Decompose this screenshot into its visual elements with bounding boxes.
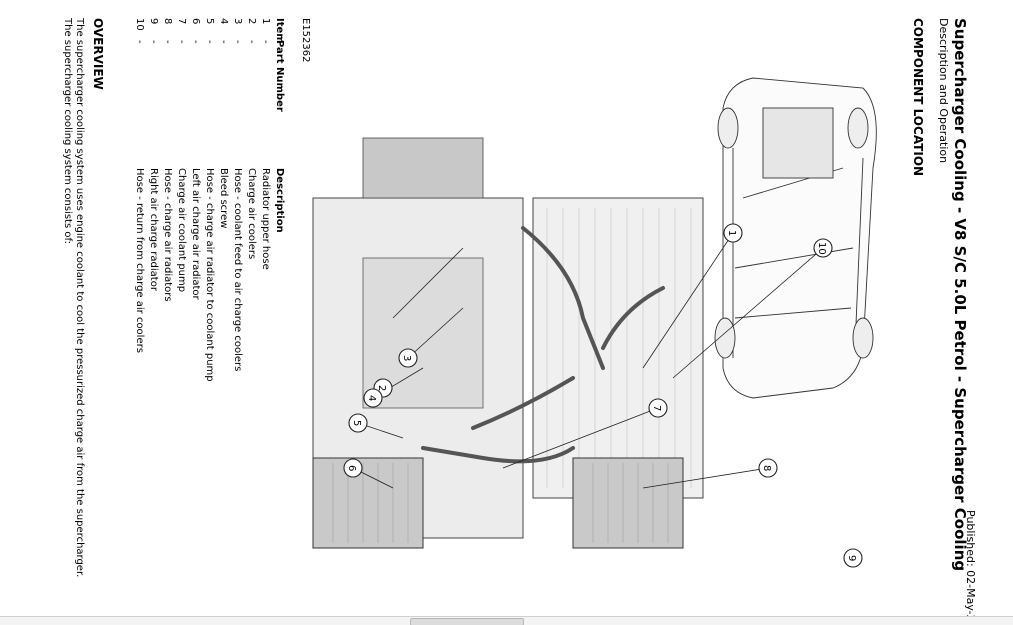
legend-row-part: -	[218, 40, 229, 44]
document-title: Supercharger Cooling - V8 S/C 5.0L Petro…	[951, 18, 969, 572]
vehicle-outline	[714, 77, 877, 399]
svg-text:2: 2	[376, 385, 387, 391]
component-diagram: 1 2 3 4 5 6 7 8 9 10	[312, 77, 877, 568]
svg-text:10: 10	[816, 242, 827, 255]
scrollbar-thumb[interactable]	[410, 618, 524, 625]
legend-row-description: Hose - charge air radiator to coolant pu…	[204, 168, 215, 382]
legend-row-item: 9	[148, 18, 159, 25]
svg-text:4: 4	[366, 395, 377, 401]
legend-row-part: -	[260, 40, 271, 44]
legend-header-description: Description	[274, 168, 285, 233]
legend-row-item: 5	[204, 18, 215, 25]
svg-text:8: 8	[761, 465, 772, 471]
legend-row-description: Hose - charge air radiators	[162, 168, 173, 302]
legend-row-part: -	[162, 40, 173, 44]
svg-text:1: 1	[726, 230, 737, 236]
legend-row-description: Hose - coolant feed to air charge cooler…	[232, 168, 243, 372]
legend-row-description: Left air charge air radiator	[190, 168, 201, 300]
callout-10: 10	[813, 238, 833, 258]
legend-row-item: 10	[134, 18, 145, 31]
legend-row-description: Radiator upper hose	[260, 168, 271, 270]
callout-9: 9	[843, 548, 863, 568]
legend-row-item: 2	[246, 18, 257, 25]
callout-1: 1	[723, 223, 743, 243]
legend-row-description: Right air charge radiator	[148, 168, 159, 291]
coolant-hoses	[421, 226, 665, 464]
callout-8: 8	[758, 458, 778, 478]
legend-row-item: 7	[176, 18, 187, 25]
legend-header-part-number: Part Number	[274, 40, 285, 112]
svg-text:6: 6	[346, 465, 357, 471]
callout-7: 7	[648, 398, 668, 418]
legend-row-part: -	[148, 40, 159, 44]
legend-row-part: -	[134, 40, 145, 44]
legend-row-description: Charge air coolant pump	[176, 168, 187, 293]
legend-row-part: -	[232, 40, 243, 44]
callout-5: 5	[348, 413, 368, 433]
svg-text:3: 3	[401, 355, 412, 361]
legend-row-item: 1	[260, 18, 271, 25]
legend-row-part: -	[204, 40, 215, 44]
overview-paragraph: The supercharger cooling system uses eng…	[62, 18, 85, 578]
legend-row-item: 4	[218, 18, 229, 25]
engine-bay-assembly	[312, 137, 704, 539]
horizontal-scrollbar[interactable]	[0, 616, 1013, 625]
figure-id: E152362	[300, 18, 311, 63]
legend-row-part: -	[190, 40, 201, 44]
legend-row-description: Charge air coolers	[246, 168, 257, 260]
legend-row-item: 3	[232, 18, 243, 25]
svg-text:7: 7	[651, 405, 662, 411]
legend-row-item: 6	[190, 18, 201, 25]
callout-leaders	[352, 232, 824, 489]
legend-row-description: Hose - return from charge air coolers	[134, 168, 145, 353]
legend-row-description: Bleed screw	[218, 168, 229, 229]
section-heading: COMPONENT LOCATION	[911, 18, 925, 177]
svg-text:5: 5	[351, 420, 362, 426]
document-subtitle: Description and Operation	[937, 18, 950, 164]
overview-heading: OVERVIEW	[91, 18, 105, 90]
svg-text:9: 9	[846, 555, 857, 561]
legend-row-part: -	[246, 40, 257, 44]
callout-6: 6	[343, 458, 363, 478]
callout-3: 3	[398, 348, 418, 368]
charge-air-radiators	[312, 457, 684, 549]
legend-row-part: -	[176, 40, 187, 44]
legend-row-item: 8	[162, 18, 173, 25]
callout-4: 4	[363, 388, 383, 408]
